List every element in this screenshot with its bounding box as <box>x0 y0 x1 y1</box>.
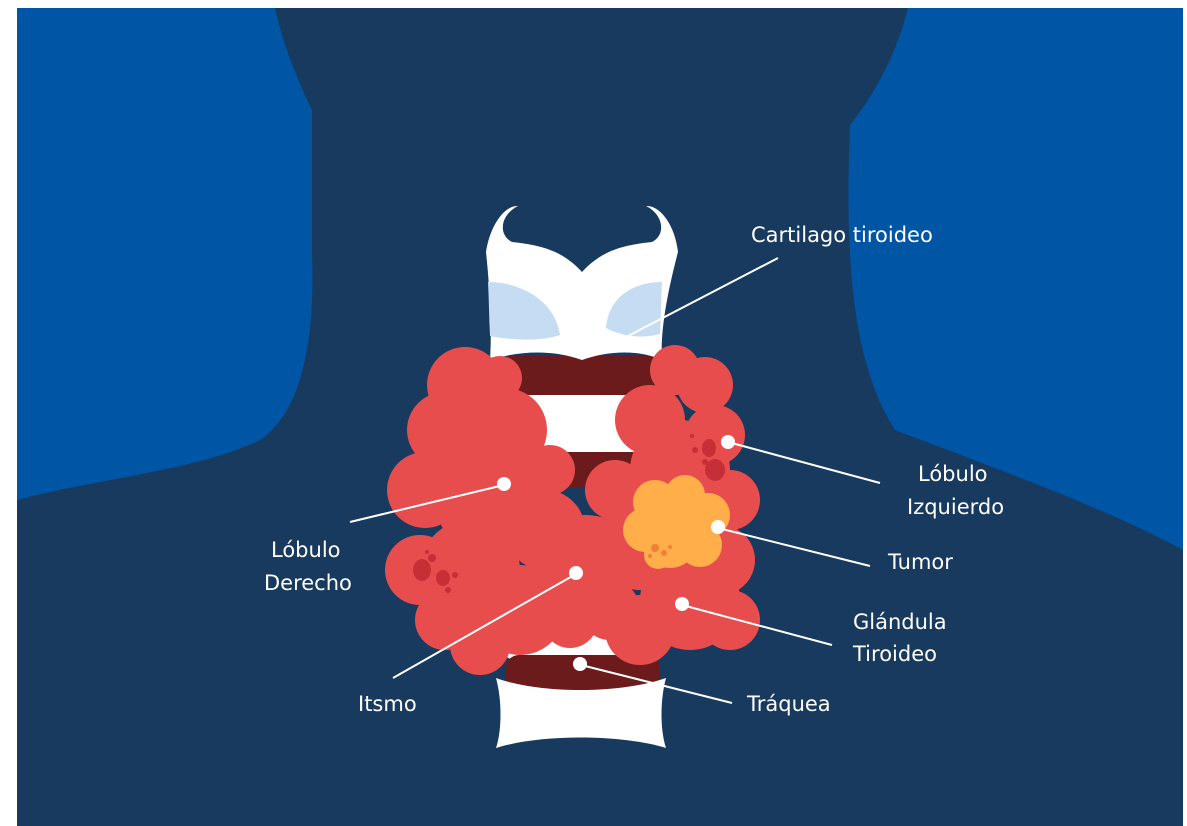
label-lobulo-derecho-line2: Derecho <box>264 571 352 595</box>
dot-itsmo <box>569 566 583 580</box>
label-itsmo: Itsmo <box>358 692 417 716</box>
label-glandula-line2: Tiroideo <box>852 642 937 666</box>
dot-lobulo-izquierdo <box>721 435 735 449</box>
label-lobulo-izquierdo-line2: Izquierdo <box>907 495 1004 519</box>
label-lobulo-izquierdo-line1: Lóbulo <box>918 462 988 486</box>
label-tumor: Tumor <box>887 550 953 574</box>
label-traquea: Tráquea <box>746 692 831 716</box>
dot-traquea <box>573 657 587 671</box>
label-lobulo-derecho-line1: Lóbulo <box>271 538 341 562</box>
dot-tumor <box>711 520 725 534</box>
dot-lobulo-derecho <box>497 477 511 491</box>
dot-glandula <box>675 597 689 611</box>
label-glandula-line1: Glándula <box>853 610 947 634</box>
label-cartilago-tiroideo: Cartilago tiroideo <box>751 223 933 247</box>
